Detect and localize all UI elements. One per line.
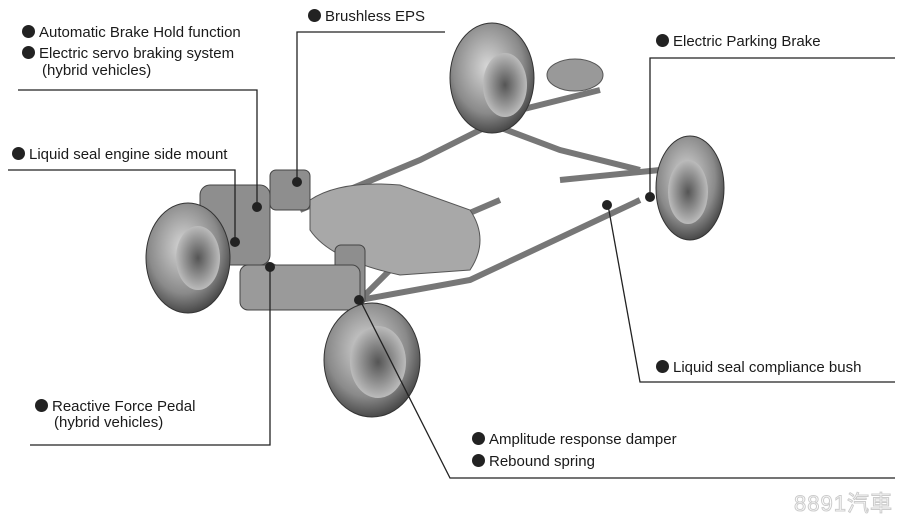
label-electric-servo: Electric servo braking system [22, 45, 234, 62]
label-text: Brushless EPS [325, 8, 426, 25]
label-text: Rebound spring [489, 453, 595, 470]
label-text: Reactive Force Pedal [52, 398, 196, 415]
label-auto-brake-hold: Automatic Brake Hold function [22, 24, 241, 41]
label-reactive-pedal-sub: (hybrid vehicles) [54, 414, 164, 431]
label-rebound-spring: Rebound spring [472, 453, 595, 470]
label-amplitude-damper: Amplitude response damper [472, 431, 677, 448]
label-reactive-pedal: Reactive Force Pedal [35, 398, 195, 415]
muffler [546, 58, 604, 92]
label-brushless-eps: Brushless EPS [308, 8, 425, 25]
label-text: Electric Parking Brake [673, 33, 821, 50]
wheel-rear-right [655, 135, 725, 241]
label-text: Liquid seal compliance bush [673, 359, 862, 376]
leader-lines [8, 31, 895, 479]
label-text: Amplitude response damper [489, 431, 677, 448]
label-text: Liquid seal engine side mount [29, 146, 228, 163]
label-engine-mount: Liquid seal engine side mount [12, 146, 227, 163]
wheel-front-right [323, 302, 421, 418]
wheel-front-left [145, 202, 231, 314]
label-electric-servo-sub: (hybrid vehicles) [42, 62, 152, 79]
label-compliance-bush: Liquid seal compliance bush [656, 359, 861, 376]
label-parking-brake: Electric Parking Brake [656, 33, 821, 50]
watermark: 8891汽車 [794, 491, 893, 517]
pointer-dots [230, 177, 655, 305]
wheel-rear-left [449, 22, 535, 134]
label-text: Automatic Brake Hold function [39, 24, 241, 41]
label-text: Electric servo braking system [39, 45, 235, 62]
